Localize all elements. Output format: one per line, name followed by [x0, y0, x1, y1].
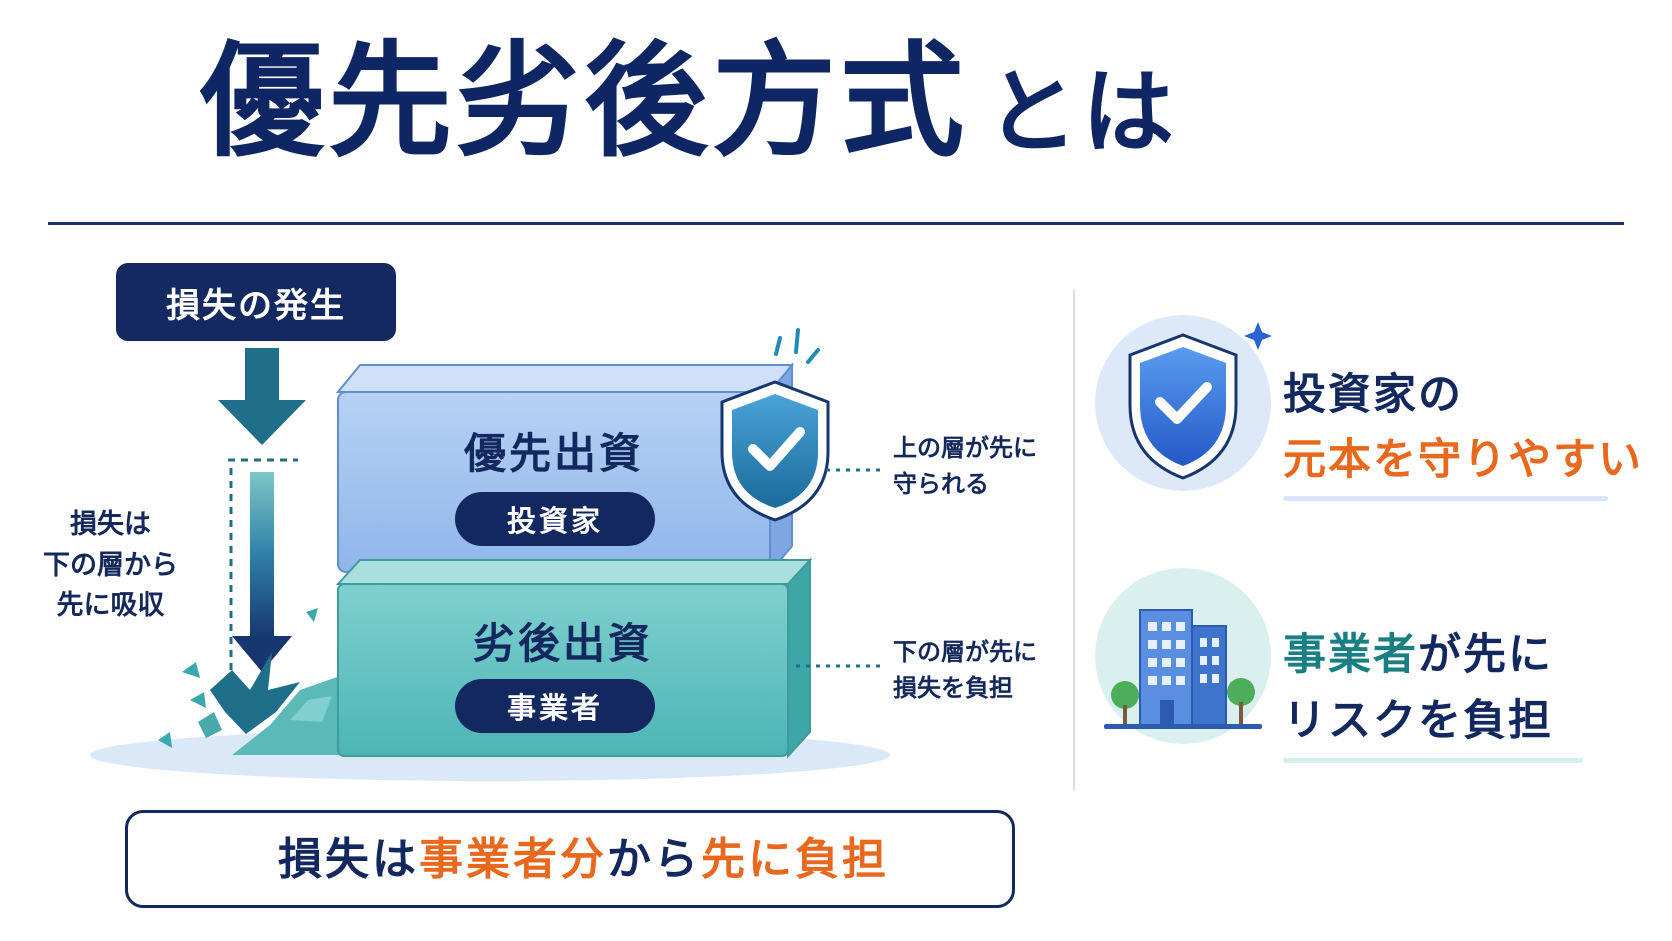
- junior-block-title: 劣後出資: [472, 619, 653, 668]
- junior-holder-pill: 事業者: [455, 679, 655, 733]
- junior-side-note: 下の層が先に 損失を負担: [893, 638, 1037, 702]
- vertical-divider: [1073, 290, 1075, 790]
- investor-shield-icon: [1095, 315, 1272, 491]
- senior-holder-pill: 投資家: [455, 492, 655, 546]
- junior-block: [335, 557, 813, 759]
- page-title: 優先劣後方式とは: [200, 40, 1178, 164]
- senior-block-title: 優先出資: [463, 429, 644, 478]
- sparkle-icon: [1244, 322, 1272, 350]
- summary-box: [125, 810, 1015, 908]
- impact-burst-icon: [158, 608, 376, 755]
- investor-benefit-line1: 投資家の: [1283, 370, 1463, 420]
- investor-benefit-line2: 元本を守りやすい: [1283, 435, 1643, 485]
- absorb-note: 損失は 下の層から 先に吸収: [43, 509, 178, 621]
- operator-benefit-underline: [1283, 758, 1583, 763]
- shield-check-icon: [720, 328, 830, 522]
- operator-benefit-line1: 事業者が先に: [1283, 630, 1553, 680]
- investor-benefit-underline: [1283, 496, 1608, 501]
- title-suffix: とは: [986, 59, 1179, 166]
- operator-highlight: 事業者: [1283, 630, 1418, 680]
- building-icon: [1095, 568, 1271, 744]
- title-main: 優先劣後方式: [200, 30, 969, 174]
- title-divider: [48, 222, 1624, 225]
- down-arrow-icon: [218, 348, 306, 445]
- senior-side-note: 上の層が先に 守られる: [893, 434, 1037, 498]
- operator-benefit-line2: リスクを負担: [1283, 696, 1553, 746]
- loss-event-label: 損失の発生: [116, 263, 396, 341]
- absorption-arrow: [232, 472, 292, 672]
- summary-text: 損失は事業者分から先に負担: [278, 834, 889, 885]
